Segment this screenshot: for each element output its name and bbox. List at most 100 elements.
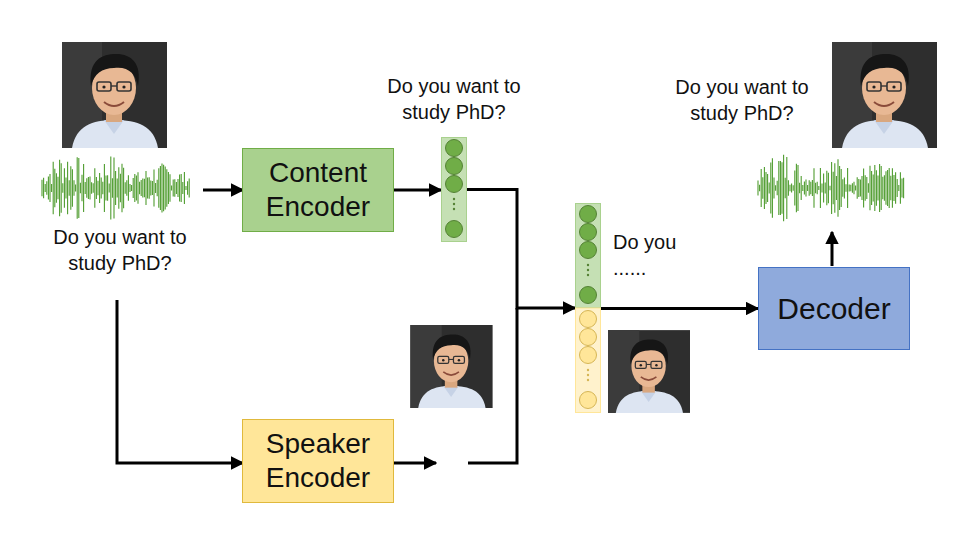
wave-stroke [860, 180, 861, 197]
wave-stroke [802, 185, 803, 191]
decoder: Decoder [758, 267, 910, 350]
wave-stroke [834, 163, 835, 212]
ellipsis-dot [587, 374, 589, 376]
vector-caption: Do you ...... [613, 229, 685, 281]
wave-stroke [181, 174, 182, 202]
wave-stroke [889, 168, 890, 208]
wave-stroke [788, 180, 789, 196]
wave-stroke [877, 175, 878, 200]
wave-stroke [120, 174, 121, 202]
wave-stroke [169, 174, 170, 202]
wave-stroke [129, 184, 130, 192]
wave-stroke [769, 183, 770, 194]
wave-stroke [136, 176, 137, 201]
speaker-photo [410, 325, 492, 408]
ellipsis-dot [453, 203, 455, 205]
ellipsis-dot [587, 274, 589, 276]
wave-stroke [174, 179, 175, 197]
wave-stroke [171, 186, 172, 191]
wave-stroke [801, 176, 802, 200]
wave-stroke [67, 162, 68, 214]
wave-stroke [892, 168, 893, 208]
wave-stroke [104, 164, 105, 212]
wave-stroke [153, 170, 154, 207]
wave-stroke [829, 186, 830, 191]
wave-stroke [81, 175, 82, 201]
wave-stroke [865, 175, 866, 201]
speaker-photo [608, 330, 690, 413]
wave-stroke [110, 157, 111, 220]
wave-stroke [61, 163, 62, 212]
wave-stroke [807, 185, 808, 191]
wave-stroke [761, 169, 762, 207]
wave-stroke [123, 168, 124, 209]
wave-stroke [59, 160, 60, 216]
wave-stroke [901, 179, 902, 198]
wave-stroke [845, 184, 846, 191]
wave-stroke [853, 182, 854, 194]
wave-stroke [176, 182, 177, 194]
wave-stroke [805, 179, 806, 196]
input-waveform [42, 157, 189, 220]
wave-stroke [869, 166, 870, 210]
wave-stroke [182, 182, 183, 194]
wave-stroke [868, 183, 869, 192]
wave-stroke [842, 179, 843, 196]
wave-stroke [799, 183, 800, 194]
wave-stroke [131, 185, 132, 191]
wave-stroke [873, 175, 874, 202]
vector-fill [576, 308, 601, 413]
wave-stroke [101, 178, 102, 199]
wave-stroke [898, 185, 899, 191]
utterance-label: Do you want to study PhD? [672, 74, 812, 126]
wave-stroke [128, 175, 129, 201]
wave-stroke [109, 184, 110, 193]
box-label: Decoder [777, 291, 890, 327]
wave-stroke [762, 177, 763, 199]
wave-stroke [91, 182, 92, 194]
wave-stroke [145, 171, 146, 205]
wave-stroke [828, 173, 829, 204]
wave-stroke [767, 174, 768, 202]
wave-stroke [887, 170, 888, 206]
wave-stroke [121, 164, 122, 212]
wave-stroke [764, 167, 765, 209]
wave-stroke [141, 180, 142, 196]
vector-element [580, 347, 597, 364]
vector-caption: Do you want to study PhD? [384, 73, 524, 125]
wave-stroke [46, 181, 47, 194]
wave-stroke [844, 178, 845, 199]
wave-stroke [102, 182, 103, 194]
wave-stroke [150, 181, 151, 196]
wave-stroke [900, 172, 901, 203]
wave-stroke [49, 174, 50, 202]
wave-stroke [759, 185, 760, 192]
wave-stroke [93, 183, 94, 192]
wave-stroke [831, 162, 832, 214]
wave-stroke [51, 184, 52, 192]
wave-stroke [850, 185, 851, 191]
wave-stroke [97, 181, 98, 195]
wave-stroke [858, 179, 859, 197]
wave-stroke [770, 163, 771, 214]
wave-stroke [813, 168, 814, 208]
wave-stroke [75, 184, 76, 191]
wave-stroke [826, 171, 827, 205]
wave-stroke [818, 186, 819, 190]
wave-stroke [797, 165, 798, 211]
wave-stroke [161, 164, 162, 213]
vector-element [580, 392, 597, 409]
merge-line [468, 308, 517, 463]
wave-stroke [125, 182, 126, 193]
wave-stroke [903, 178, 904, 199]
wave-stroke [144, 179, 145, 198]
wave-stroke [852, 183, 853, 193]
wave-stroke [64, 168, 65, 208]
wave-stroke [80, 183, 81, 194]
content-embedding: Do you want to study PhD? [441, 137, 467, 242]
wave-stroke [855, 186, 856, 191]
vector-element [446, 158, 463, 175]
wave-stroke [874, 165, 875, 211]
wave-stroke [783, 155, 784, 221]
wave-stroke [86, 178, 87, 198]
